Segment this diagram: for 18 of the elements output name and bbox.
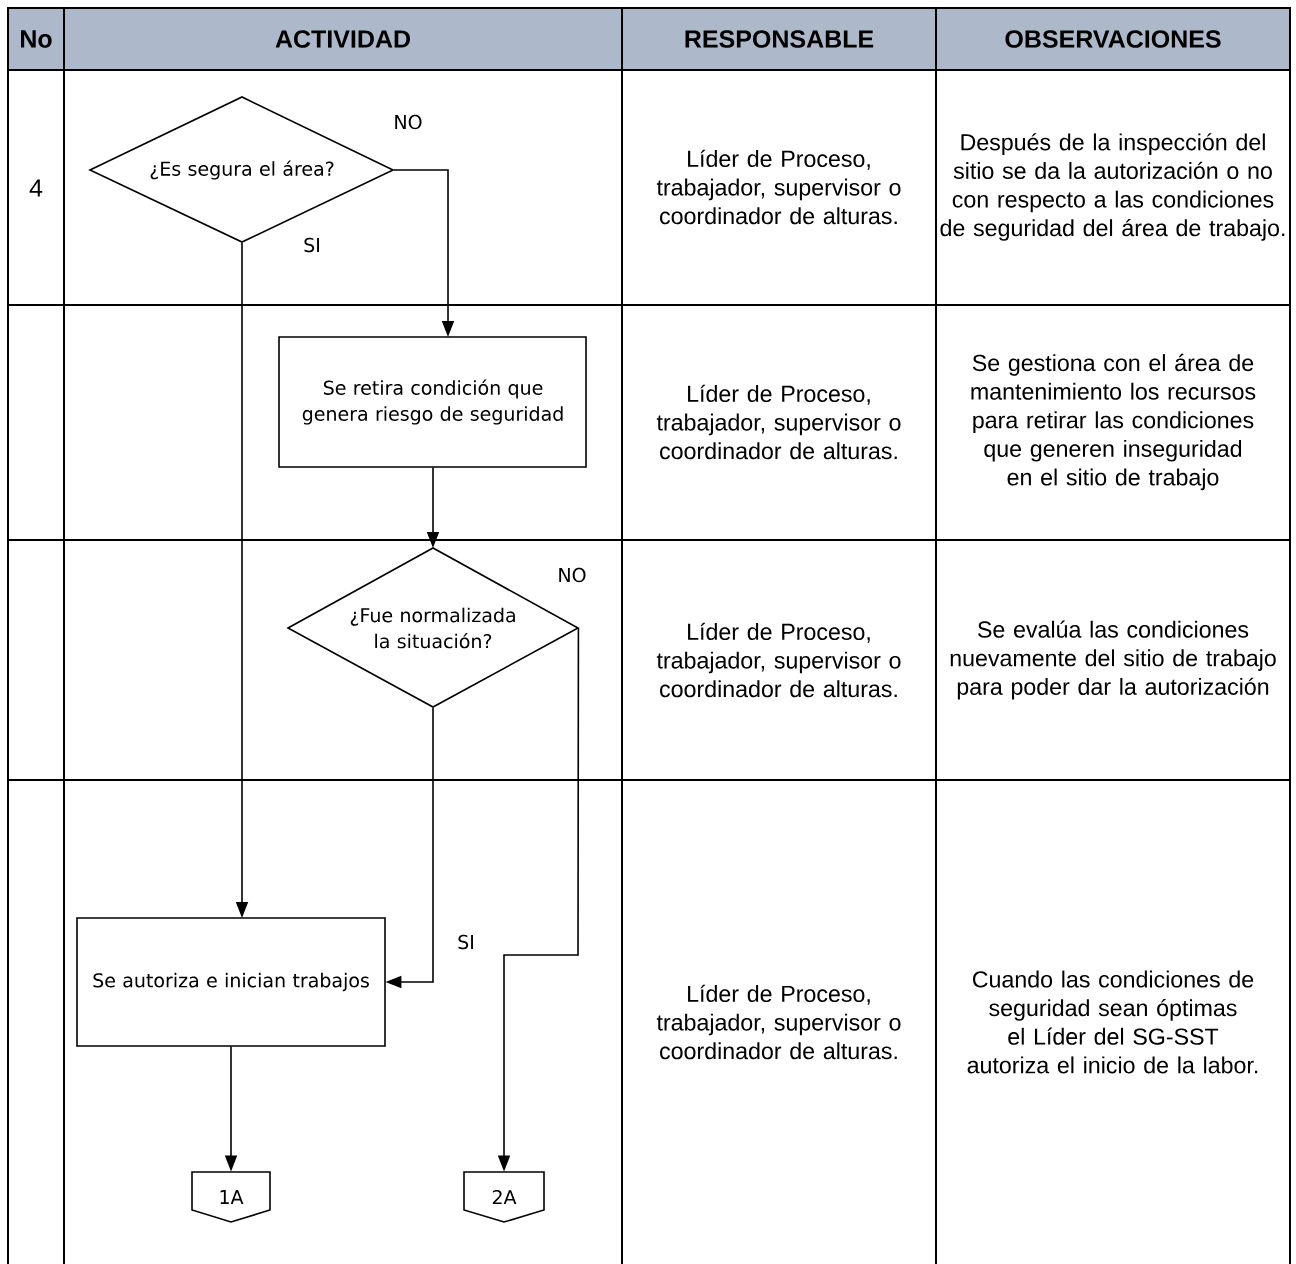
off-page-connector: 1A — [191, 1171, 271, 1223]
edge-label: SI — [455, 932, 477, 952]
process-box: Se autoriza e inician trabajos — [76, 917, 386, 1047]
column-header: ACTIVIDAD — [275, 30, 410, 48]
table-cell-text: Líder de Proceso, trabajador, supervisor o coordinador de alturas. — [656, 622, 901, 698]
table-cell-text: Líder de Proceso, trabajador, supervisor o coordinador de alturas. — [656, 984, 901, 1060]
table-cell-text: Líder de Proceso, trabajador, supervisor o coordinador de alturas. — [656, 384, 901, 460]
process-box: Se retira condición que genera riesgo de seguridad — [278, 336, 587, 468]
column-header: RESPONSABLE — [685, 30, 874, 48]
table-cell-text: Cuando las condiciones de seguridad sean óptimas el Líder del SG-SST autoriza el inicio de la labor. — [967, 970, 1258, 1074]
table-cell-text: Líder de Proceso, trabajador, supervisor o coordinador de alturas. — [656, 149, 901, 225]
row-number: 4 — [29, 179, 43, 197]
table-cell-text: Se gestiona con el área de mantenimiento los recursos para retirar las condiciones que generen inseguridad en el sitio de trabajo — [971, 353, 1256, 491]
table-cell-text: Después de la inspección del sitio se da la autorización o no con respecto a las condiciones de seguridad del área de trabajo. — [940, 133, 1285, 241]
table-cell-text: Se evalúa las condiciones nuevamente del sitio de trabajo para poder dar la autorización — [950, 620, 1276, 700]
column-header: No — [21, 30, 52, 48]
column-header: OBSERVACIONES — [1005, 30, 1221, 48]
off-page-connector: 2A — [463, 1171, 545, 1223]
